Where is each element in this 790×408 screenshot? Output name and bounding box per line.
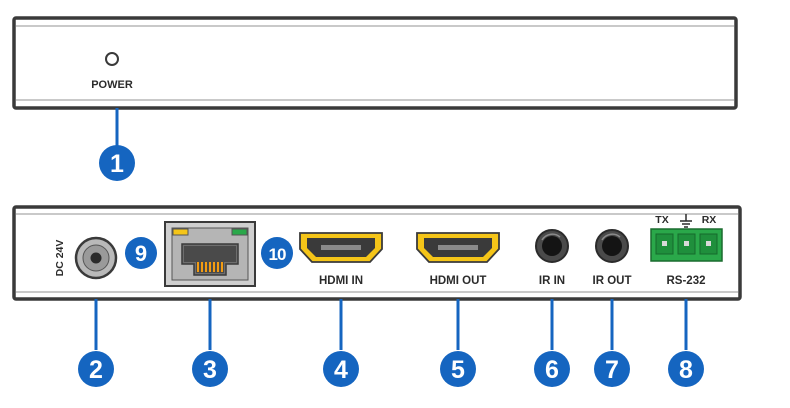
callout-1: 1 bbox=[99, 145, 135, 181]
callout-5-number: 5 bbox=[451, 356, 465, 384]
callout-1-number: 1 bbox=[110, 150, 124, 178]
dc-24v-label: DC 24V bbox=[54, 240, 66, 277]
callout-9-number: 9 bbox=[135, 241, 147, 266]
hdmi-in-port-icon bbox=[299, 232, 383, 263]
callout-8-number: 8 bbox=[679, 356, 693, 384]
power-led-icon bbox=[105, 52, 119, 66]
callout-2: 2 bbox=[78, 351, 114, 387]
rs232-rx-label: RX bbox=[702, 214, 717, 226]
callout-3: 3 bbox=[192, 351, 228, 387]
ir-in-label: IR IN bbox=[539, 275, 565, 287]
callout-5: 5 bbox=[440, 351, 476, 387]
callout-3-number: 3 bbox=[203, 356, 217, 384]
rj45-port-icon bbox=[164, 221, 256, 287]
rs232-label: RS-232 bbox=[667, 275, 706, 287]
dc-power-jack-icon bbox=[74, 236, 118, 280]
hdmi-out-port-icon bbox=[416, 232, 500, 263]
callout-6-number: 6 bbox=[545, 356, 559, 384]
hdmi-in-label: HDMI IN bbox=[319, 275, 363, 287]
callout-leader-lines bbox=[94, 108, 688, 350]
callout-2-number: 2 bbox=[89, 356, 103, 384]
callout-4: 4 bbox=[323, 351, 359, 387]
callout-4-number: 4 bbox=[334, 356, 348, 384]
ir-out-label: IR OUT bbox=[593, 275, 632, 287]
ir-in-jack-icon bbox=[535, 229, 569, 263]
power-label: POWER bbox=[91, 79, 133, 91]
rs232-tx-label: TX bbox=[655, 214, 668, 226]
callout-10: 10 bbox=[261, 237, 293, 269]
callout-7-number: 7 bbox=[605, 356, 619, 384]
rs232-terminal-block-icon bbox=[650, 228, 723, 262]
callout-8: 8 bbox=[668, 351, 704, 387]
callout-6: 6 bbox=[534, 351, 570, 387]
callout-10-number: 10 bbox=[269, 245, 286, 264]
front-panel bbox=[12, 16, 738, 110]
hdmi-out-label: HDMI OUT bbox=[430, 275, 487, 287]
callout-7: 7 bbox=[594, 351, 630, 387]
callout-9: 9 bbox=[125, 237, 157, 269]
ground-icon bbox=[680, 214, 692, 228]
ir-out-jack-icon bbox=[595, 229, 629, 263]
